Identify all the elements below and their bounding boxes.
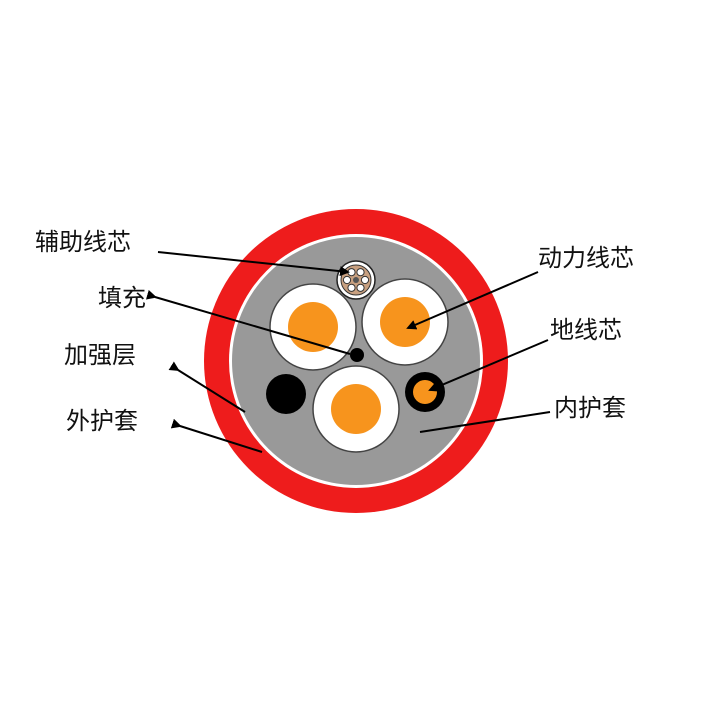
- auxiliary-strand: [356, 283, 365, 292]
- arrow-outer-sheath: [170, 418, 263, 453]
- auxiliary-strand: [347, 283, 356, 292]
- label-filler: 填充: [98, 284, 146, 312]
- label-inner-sheath: 内护套: [554, 394, 626, 422]
- arrow-reinforcement: [168, 361, 246, 413]
- auxiliary-strand: [342, 275, 352, 285]
- filler-large: [266, 374, 306, 414]
- auxiliary-center: [353, 277, 359, 283]
- filler-small: [350, 348, 364, 362]
- label-outer-sheath: 外护套: [66, 407, 138, 435]
- label-auxiliary-core: 辅助线芯: [35, 228, 131, 256]
- auxiliary-strand: [347, 268, 356, 277]
- arrow-inner-sheath: [419, 411, 551, 433]
- ground-core: [405, 372, 445, 412]
- arrow-auxiliary-core: [157, 251, 350, 277]
- power-core-bottom: [312, 365, 400, 453]
- auxiliary-strand: [360, 275, 370, 285]
- label-reinforcement-layer: 加强层: [64, 341, 136, 369]
- arrow-ground-core: [428, 339, 549, 392]
- label-power-core: 动力线芯: [538, 244, 634, 272]
- arrow-power-core: [406, 271, 539, 330]
- auxiliary-strand: [356, 268, 365, 277]
- power-core-right: [361, 278, 449, 366]
- power-core-left: [269, 283, 357, 371]
- arrow-filler: [145, 289, 351, 355]
- auxiliary-core: [336, 260, 376, 300]
- label-ground-core: 地线芯: [550, 316, 622, 344]
